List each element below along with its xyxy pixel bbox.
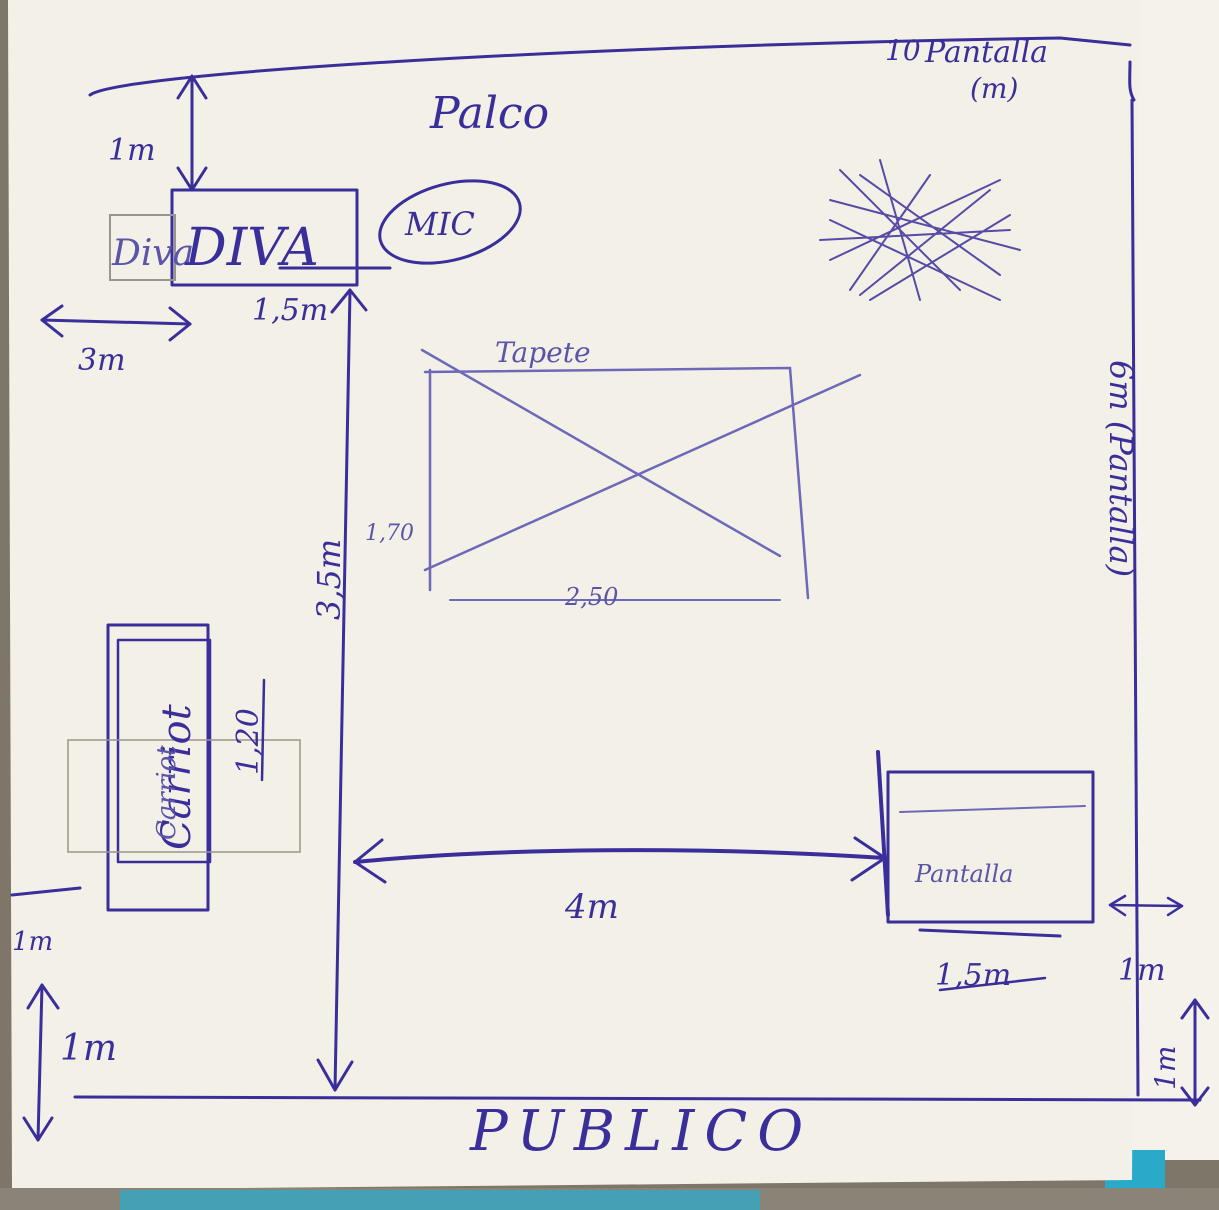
carpet-label: Tapete (495, 336, 591, 369)
carpet-box (423, 366, 810, 600)
screen-inner-line (899, 805, 1086, 813)
right-bottom-label: 1m (1149, 1046, 1182, 1090)
projector-unit: (m) (970, 72, 1018, 105)
stage-depth-label: 3,5m (310, 539, 348, 620)
carpet-height-label: 1,70 (365, 521, 414, 546)
screen-width-line (918, 928, 1062, 938)
mic-ellipse (378, 179, 522, 265)
diva-side-arrow (40, 318, 192, 326)
screen-front-line (876, 750, 890, 917)
right-bottom-arrowheads (1180, 998, 1210, 1107)
screen-side-arrowheads (1108, 894, 1184, 917)
projector-index: 10 (885, 34, 921, 67)
diva-pencil-label: Diva (111, 233, 194, 274)
diva-box (170, 188, 359, 287)
carriot-side-line (10, 886, 82, 897)
right-side-label: 6m (Pantalla) (1102, 360, 1140, 577)
audience-label: PUBLICO (469, 1099, 813, 1164)
diva-side-label: 3m (78, 343, 126, 378)
stage-back-line (88, 36, 1132, 97)
carpet-cross-b (423, 373, 862, 572)
diva-pencil-box (109, 214, 176, 281)
carriot-label: Carriot (154, 703, 200, 850)
diva-side-arrowheads (40, 304, 192, 342)
carriot-side-label: 1m (12, 927, 53, 957)
screen-side-label: 1m (1118, 953, 1166, 988)
page-edge-blue (120, 1190, 760, 1210)
mic-label: MIC (404, 205, 475, 243)
screen-label: Pantalla (914, 860, 1013, 888)
projector-label: Pantalla (924, 35, 1048, 70)
stage-label: Palco (429, 88, 549, 139)
screen-box (886, 770, 1095, 924)
carpet-cross-a (420, 348, 782, 558)
carriot-height-line (260, 678, 266, 782)
screen-side-arrow (1108, 903, 1184, 908)
next-page (1130, 0, 1219, 1160)
left-bottom-arrow (36, 983, 44, 1142)
carriot-inner-box (116, 638, 212, 864)
center-gap-arrow (353, 848, 887, 864)
carriot-box (106, 623, 210, 912)
corner-mark (1128, 60, 1136, 102)
carriot-pencil-label: Carriot (152, 745, 182, 840)
stage-right-line (1130, 98, 1140, 1097)
stage-depth-arrow (333, 288, 352, 1092)
carriot-pencil-box (67, 739, 301, 853)
carriot-height-label: 1,20 (231, 708, 266, 775)
left-bottom-arrowheads (22, 983, 60, 1142)
center-gap-label: 4m (564, 887, 619, 927)
stage-depth-arrowheads (316, 288, 368, 1092)
screen-width-label: 1,5m (935, 958, 1011, 993)
left-bottom-label: 1m (60, 1028, 117, 1069)
carpet-width-label: 2,50 (564, 583, 618, 611)
paper-sheet (8, 0, 1140, 1190)
stage-front-line (73, 1095, 1202, 1102)
scribble-crossed-out (819, 159, 1021, 301)
screen-width-underline (938, 976, 1047, 992)
diva-width-label: 1,5m (252, 293, 328, 328)
top-gap-label: 1m (108, 133, 156, 168)
